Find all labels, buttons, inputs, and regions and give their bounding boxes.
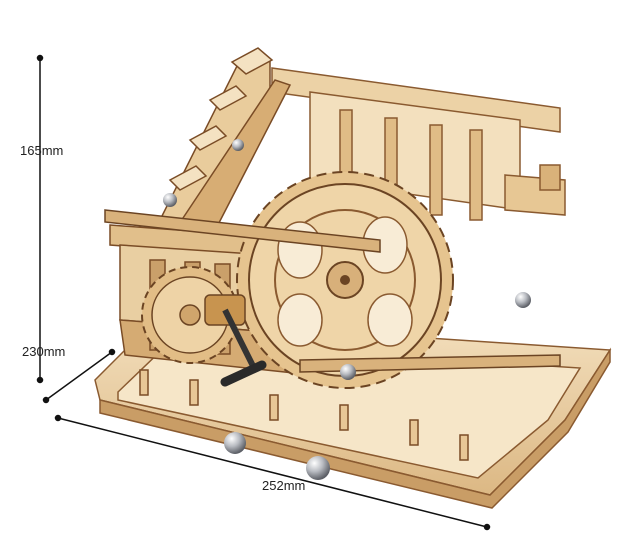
crank-handle: [204, 294, 267, 387]
steel-marbles: [163, 139, 531, 480]
height-label: 165mm: [20, 143, 64, 158]
depth-label: 230mm: [22, 344, 66, 359]
width-dimension-line: [54, 414, 491, 531]
base-slats: [139, 369, 469, 461]
height-dimension-line: [36, 54, 44, 384]
marble-track: [104, 209, 561, 373]
staircase-lift: [159, 47, 292, 252]
width-label: 252mm: [262, 478, 306, 493]
large-gear: [236, 171, 454, 389]
depth-dimension-line: [42, 348, 116, 404]
